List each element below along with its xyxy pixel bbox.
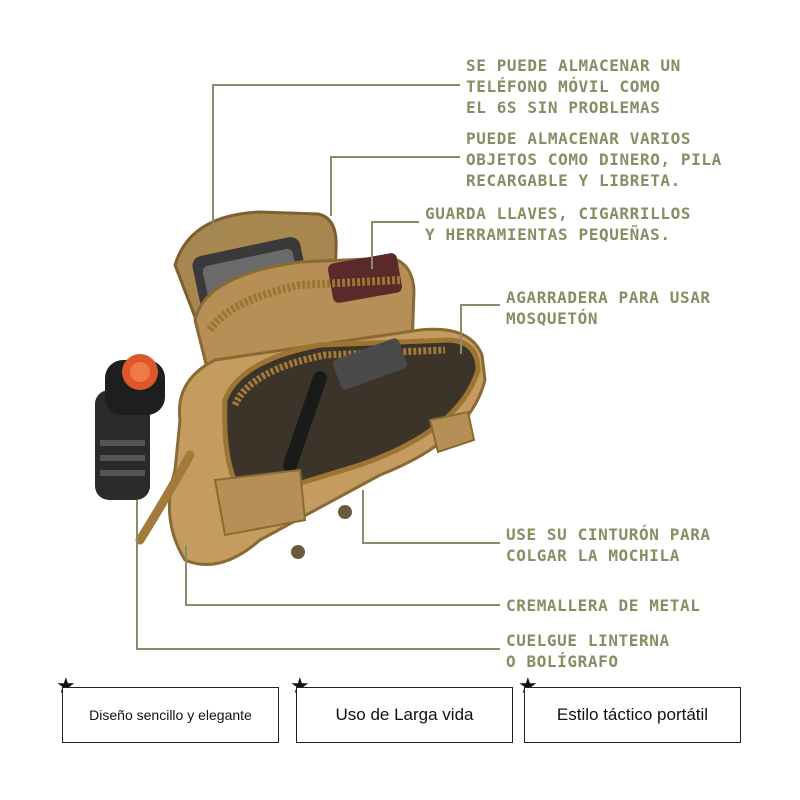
feature-label: Estilo táctico portátil (556, 705, 709, 724)
callout-phone-storage: SE PUEDE ALMACENAR UN TELÉFONO MÓVIL COM… (466, 56, 681, 117)
callout-keys-tools: GUARDA LLAVES, CIGARRILLOS Y HERRAMIENTA… (425, 204, 692, 244)
leader-line (371, 221, 373, 269)
callout-belt-loop: USE SU CINTURÓN PARA COLGAR LA MOCHILA (506, 525, 711, 565)
callout-metal-zipper: CREMALLERA DE METAL (506, 596, 701, 615)
leader-line (212, 84, 460, 86)
leader-line (136, 500, 138, 649)
feature-badge: Diseño sencillo y elegante (62, 687, 279, 743)
callout-carabiner-handle: AGARRADERA PARA USAR MOSQUETÓN (506, 288, 711, 328)
leader-line (185, 604, 500, 606)
callout-multiple-items: PUEDE ALMACENAR VARIOS OBJETOS COMO DINE… (466, 129, 722, 190)
feature-label: Diseño sencillo y elegante (89, 707, 252, 723)
leader-line (330, 156, 332, 216)
callout-flashlight-pen: CUELGUE LINTERNA O BOLÍGRAFO (506, 631, 670, 671)
leader-line (362, 542, 500, 544)
feature-badge: Estilo táctico portátil (524, 687, 741, 743)
feature-label: Uso de Larga vida (335, 705, 474, 724)
leader-line (362, 490, 364, 543)
leader-line (330, 156, 460, 158)
leader-line (136, 648, 500, 650)
leader-line (185, 545, 187, 605)
leader-line (460, 304, 500, 306)
leader-line (371, 221, 419, 223)
leader-line (460, 304, 462, 354)
feature-badge: Uso de Larga vida (296, 687, 513, 743)
leader-line (212, 84, 214, 234)
